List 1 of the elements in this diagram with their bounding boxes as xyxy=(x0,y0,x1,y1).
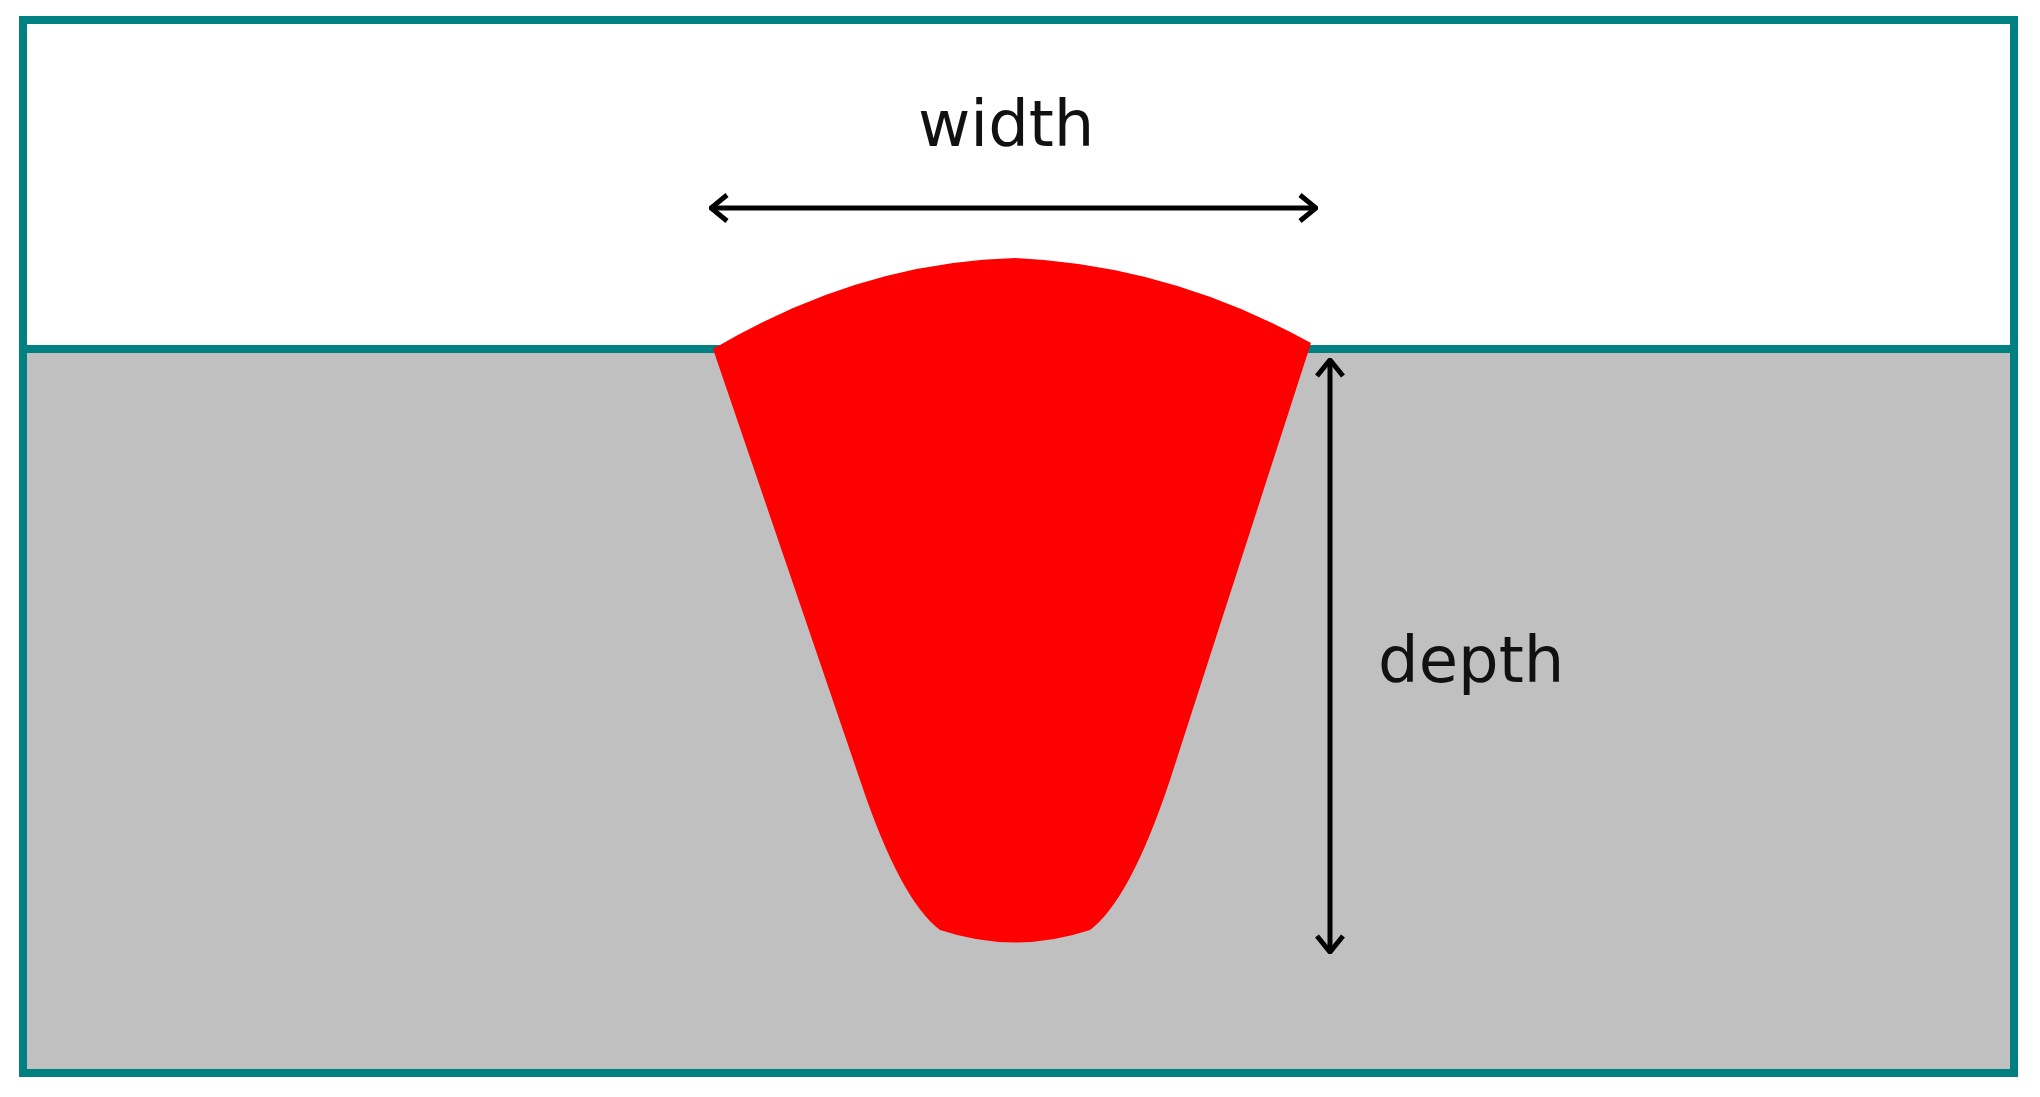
dimension-label: width xyxy=(918,92,1095,156)
